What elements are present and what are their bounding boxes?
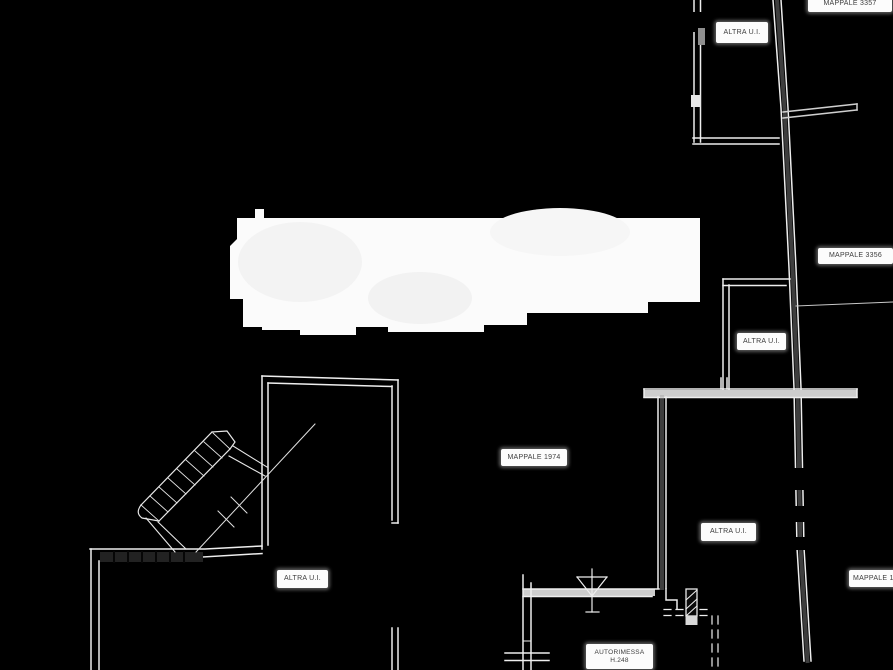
erased-scan-area (230, 208, 700, 335)
parcel-label-mappale-1974: MAPPALE 1974 (501, 449, 567, 466)
boundary-line (795, 301, 893, 307)
parcel-label-mappale-3356: MAPPALE 3356 (818, 248, 893, 264)
wing-wall-stub (782, 103, 858, 119)
unit-label-altra-ui-top: ALTRA U.I. (716, 22, 768, 43)
top-right-unit-walls (689, 0, 780, 145)
parcel-label-mappale-19-clipped: MAPPALE 19 (849, 570, 893, 587)
garage-label-height: H.248 (610, 656, 629, 664)
left-unit-walls (89, 375, 399, 670)
unit-label-altra-ui-mid: ALTRA U.I. (737, 333, 786, 350)
unit-label-altra-ui-left: ALTRA U.I. (277, 570, 328, 588)
garage-label: AUTORIMESSA H.248 (586, 644, 653, 669)
parcel-label-mappale-3357: MAPPALE 3357 (808, 0, 892, 12)
unit-label-altra-ui-right: ALTRA U.I. (701, 523, 756, 541)
garage-label-title: AUTORIMESSA (594, 649, 645, 657)
mid-right-unit-walls (722, 278, 791, 391)
stair-direction-line (195, 423, 316, 553)
lower-right-unit-wall (657, 395, 667, 590)
vent-symbol (576, 568, 608, 613)
main-tilted-wall (772, 0, 812, 664)
garage-pillar (685, 588, 698, 625)
staircase (137, 430, 268, 553)
long-horizontal-wall (643, 377, 858, 399)
